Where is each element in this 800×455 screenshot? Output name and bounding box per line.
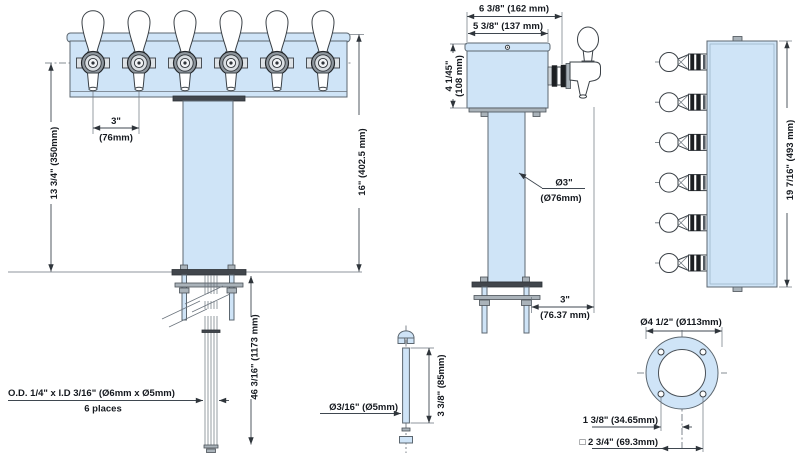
- shank-ring-3: [556, 66, 562, 86]
- break-marks: [161, 285, 231, 328]
- dim-hole-offset: 1 3/8" (34.65mm): [583, 415, 658, 426]
- dim-column-dia-mm: (Ø76mm): [540, 193, 581, 204]
- pin-cap-right: [406, 337, 415, 344]
- tap-rear-3: [654, 132, 714, 153]
- dim-flange-od: Ø4 1/2" (Ø113mm): [640, 317, 722, 328]
- tube-bundle-bottom: [204, 316, 218, 447]
- flange-hole-tl: [657, 348, 665, 356]
- side-bolt-left: [481, 286, 488, 334]
- shank-ring-4: [560, 64, 567, 88]
- column-collar: [172, 95, 246, 102]
- under-counter-plate: [174, 282, 244, 288]
- rear-body-inner: [709, 43, 775, 285]
- dim-rear-width: 19 7/16" (493 mm): [785, 120, 796, 201]
- pin-washer: [401, 427, 411, 432]
- tap-rear-2: [654, 92, 714, 113]
- side-base-plate: [468, 107, 547, 113]
- nut-left: [179, 287, 190, 294]
- side-view: 6 3/8" (162 mm) 5 3/8" (137 mm): [444, 4, 601, 334]
- pin-nut: [399, 436, 413, 444]
- tap-rear-6: [654, 253, 714, 273]
- dim-overall-depth: 6 3/8" (162 mm): [479, 4, 549, 15]
- shank-ring-1: [547, 66, 553, 86]
- tap-rear-1: [654, 52, 714, 72]
- side-faucet-spout-tip: [578, 94, 588, 99]
- dim-body-depth: 5 3/8" (137 mm): [473, 21, 543, 32]
- flange-hole-br: [699, 390, 707, 398]
- dim-body-height-in: 4 1/45": [444, 61, 455, 92]
- dim-center-height: 13 3/4" (350mm): [49, 127, 60, 200]
- side-column: [487, 111, 526, 283]
- side-nut-right: [521, 299, 532, 306]
- side-handle-ball: [577, 26, 599, 53]
- pin-cap-left: [397, 337, 406, 344]
- column-front: [182, 100, 234, 271]
- side-bolt-head-right: [522, 276, 530, 283]
- rear-body: [706, 40, 778, 288]
- pin-detail: 3 3/8" (85mm) Ø3/16" (Ø5mm): [320, 325, 447, 453]
- front-view: 13 3/4" (350mm) 3" (76mm) 16" (402.5 mm)…: [8, 10, 368, 453]
- flange-detail: Ø4 1/2" (Ø113mm) 1 3/8" (34.65mm) □ 2 3/…: [580, 317, 727, 452]
- dim-spacing-in: 3": [111, 116, 121, 127]
- side-base-bolt-left: [480, 111, 489, 117]
- tap-rear-5: [654, 212, 714, 233]
- tube-end-cap-1: [203, 444, 219, 449]
- note-tube-places: 6 places: [84, 404, 122, 415]
- mounting-plate: [171, 269, 247, 276]
- rear-view: 19 7/16" (493 mm): [654, 36, 796, 292]
- note-tube-spec: O.D. 1/4" x I.D 3/16" (Ø6mm x Ø5mm): [8, 388, 175, 399]
- tap-rear-4: [654, 172, 714, 193]
- tube-bundle-top: [204, 275, 218, 294]
- leader-column-dia: [518, 172, 543, 189]
- dim-offset-in: 3": [560, 295, 570, 306]
- side-top-screw-dot: [506, 46, 509, 48]
- side-under-plate: [473, 295, 541, 300]
- side-body: [466, 50, 549, 109]
- dim-pin-dia: Ø3/16" (Ø5mm): [329, 402, 398, 413]
- dim-offset-mm: (76.37 mm): [540, 310, 590, 321]
- shank-ring-2: [551, 65, 558, 87]
- mounting-bolt-left: [181, 274, 187, 321]
- tower-body-front: [69, 40, 348, 98]
- flange-hole-tr: [699, 348, 707, 356]
- side-base-bolt-right: [532, 111, 541, 117]
- tube-bundle-mid: [204, 301, 218, 309]
- tube-end-cap-2: [206, 448, 216, 453]
- flange-hole-bl: [657, 390, 665, 398]
- dim-below-counter: 46 3/16" (1173 mm): [250, 314, 261, 399]
- dim-body-height-mm: (108 mm): [454, 55, 465, 97]
- mounting-bolt-right: [229, 274, 235, 321]
- dim-column-dia-in: Ø3": [555, 178, 572, 189]
- side-faucet-body: [569, 61, 601, 97]
- dim-spacing-mm: (76mm): [99, 133, 133, 144]
- side-bolt-head-left: [480, 276, 488, 283]
- dim-overall-height: 16" (402.5 mm): [357, 128, 368, 195]
- pin-rod: [402, 347, 410, 424]
- tube-clamp: [201, 329, 221, 333]
- dim-pin-length: 3 3/8" (85mm): [436, 354, 447, 416]
- side-bolt-right: [523, 286, 530, 334]
- side-nut-left: [479, 299, 490, 306]
- pin-cap-dome: [397, 330, 415, 339]
- nut-right: [226, 287, 237, 294]
- flange-inner-circle: [658, 349, 706, 397]
- dim-bolt-square: □ 2 3/4" (69.3mm): [580, 437, 658, 448]
- side-mounting-plate: [471, 281, 543, 288]
